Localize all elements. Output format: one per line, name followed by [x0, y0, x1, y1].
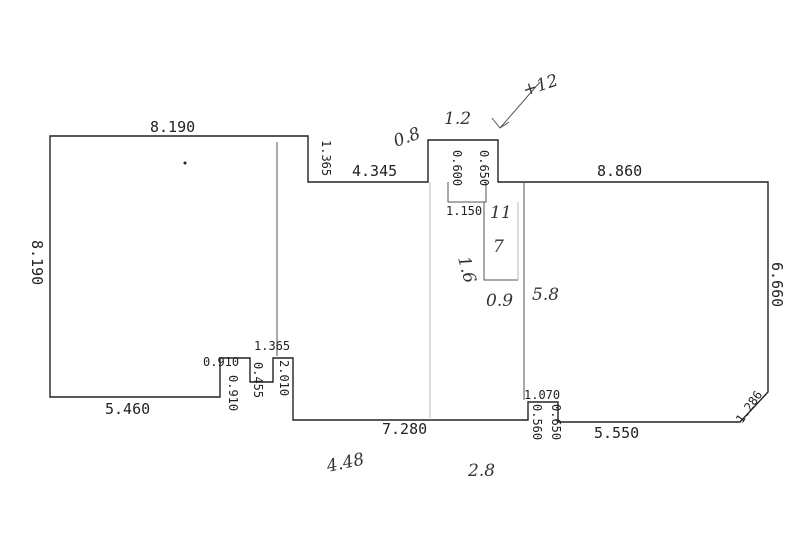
label-right-bottom: 5.550: [594, 424, 639, 442]
label-box-600: 0.600: [450, 150, 464, 186]
hand-12b: +12: [520, 71, 560, 101]
label-mid-top: 4.345: [352, 162, 397, 180]
label-corner: 1.286: [733, 388, 765, 426]
label-left-top: 8.190: [150, 118, 195, 136]
label-step-b: 1.365: [254, 339, 290, 353]
label-left-side: 8.190: [28, 240, 46, 285]
label-2010: 2.010: [277, 360, 291, 396]
label-bottom-1070: 1.070: [524, 388, 560, 402]
hand-12: 1.2: [444, 109, 471, 129]
label-notch-w: 0.910: [203, 355, 239, 369]
label-right-top: 8.860: [597, 162, 642, 180]
hand-7: 7: [493, 237, 504, 257]
label-step-a: 1.365: [319, 140, 333, 176]
hand-11: 11: [490, 203, 512, 223]
label-notch-h: 0.910: [226, 375, 240, 411]
label-bottom-560: 0.560: [530, 404, 544, 440]
label-box-650: 0.650: [477, 150, 491, 186]
hand-08: 0.8: [391, 124, 423, 152]
label-bottom-650: 0.650: [549, 404, 563, 440]
label-right-side: 6.660: [768, 262, 786, 307]
hand-09: 0.9: [486, 291, 513, 311]
outer-wall: [49, 135, 769, 423]
label-455: 0.455: [251, 362, 265, 398]
hand-28: 2.8: [467, 461, 495, 481]
label-left-bottom: 5.460: [105, 400, 150, 418]
label-box-1150: 1.150: [446, 204, 482, 218]
box-lines: [447, 182, 518, 281]
hand-58: 5.8: [532, 285, 559, 305]
hand-arrow: [491, 81, 541, 129]
label-mid-bottom: 7.280: [382, 420, 427, 438]
hand-16: 1.6: [453, 254, 479, 285]
dot-mark: [183, 161, 187, 165]
hand-448: 4.48: [324, 449, 366, 477]
